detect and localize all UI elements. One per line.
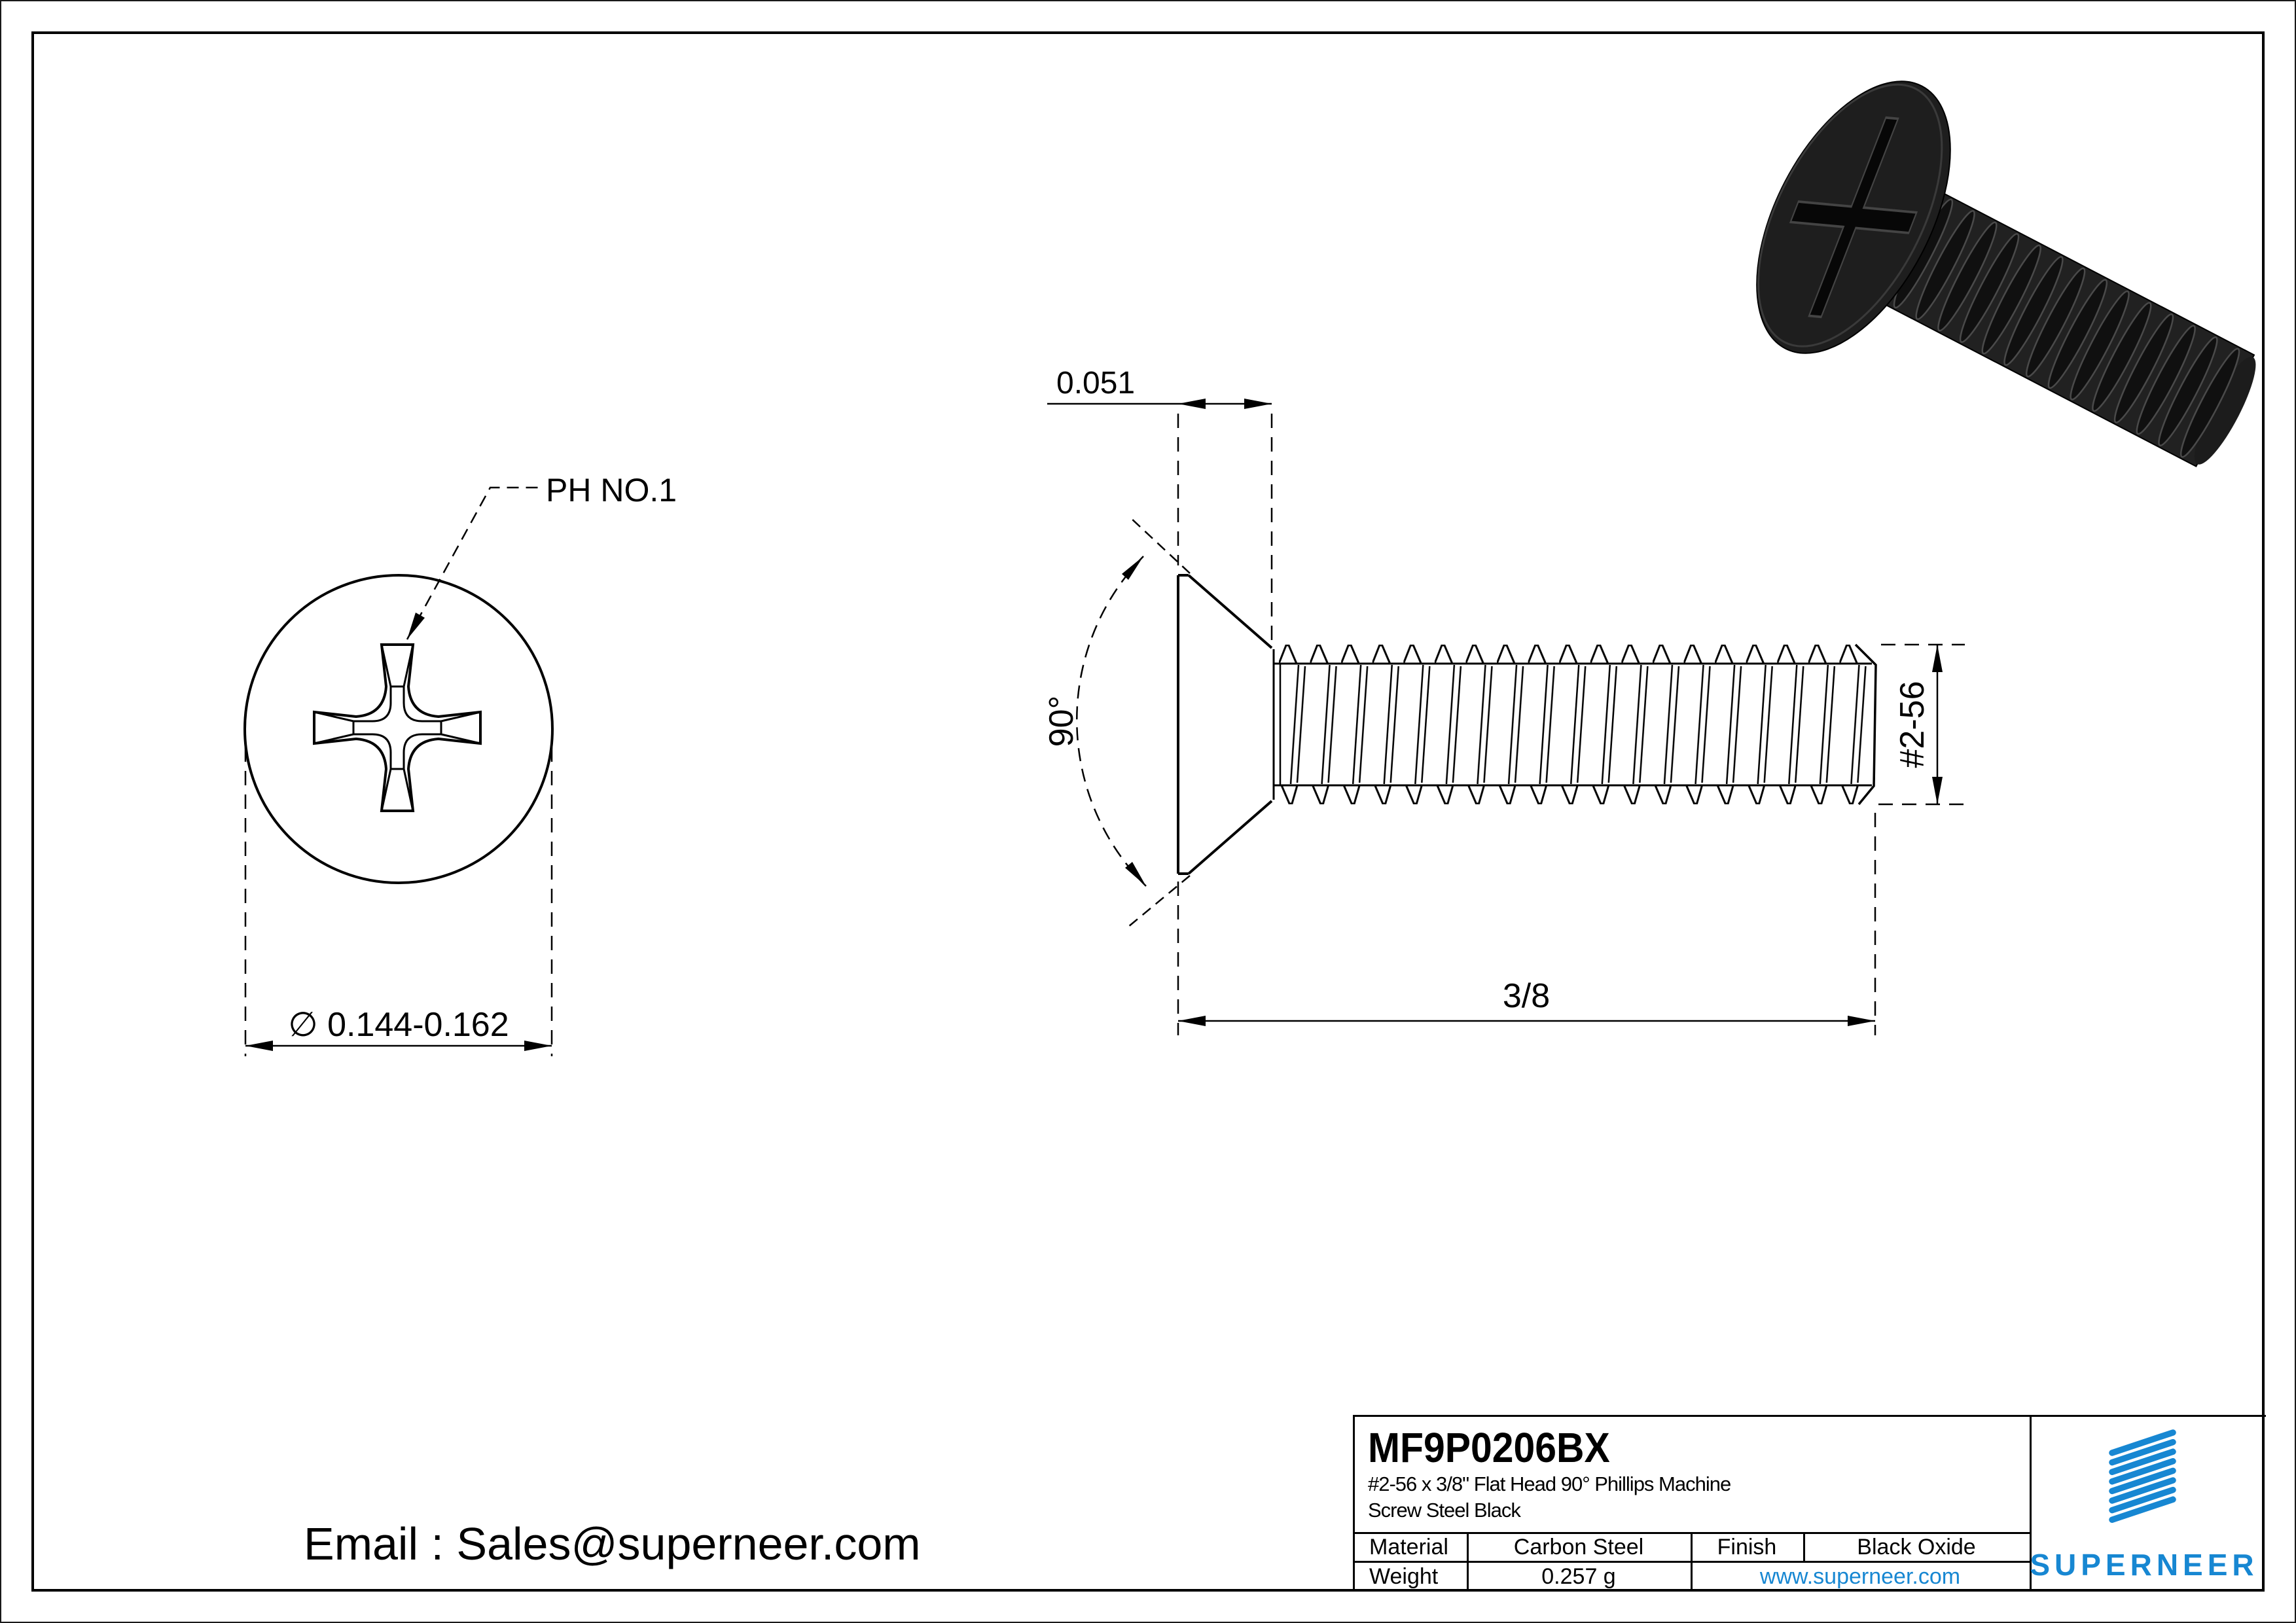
website-link-text[interactable]: www.superneer.com <box>1759 1564 1961 1589</box>
finish-value: Black Oxide <box>1857 1535 1976 1560</box>
title-block-divider <box>1691 1532 1693 1592</box>
phillips-recess-outline <box>313 643 482 812</box>
countersunk-head-profile <box>1177 574 1273 875</box>
countersink-angle-dimension-text: 90° <box>1043 695 1081 747</box>
thread-size-dimension-text: #2-56 <box>1893 681 1931 768</box>
head-diameter-dimension-text: ∅ 0.144-0.162 <box>288 1006 509 1044</box>
part-number: MF9P0206BX <box>1368 1424 1610 1471</box>
diameter-extension-lines <box>244 747 553 1056</box>
screw-3d-render <box>1756 80 2256 468</box>
dim-arrowhead-icon <box>1932 645 1943 672</box>
title-block-border <box>1353 1415 1355 1592</box>
sales-email-text: Email : Sales@superneer.com <box>304 1518 921 1569</box>
head-height-dimension-text: 0.051 <box>1056 366 1136 401</box>
dim-arrowhead-icon <box>1932 777 1943 804</box>
material-label: Material <box>1369 1535 1448 1560</box>
title-block-border <box>1353 1415 2266 1417</box>
dim-arrowhead-icon <box>1178 1016 1206 1026</box>
material-value: Carbon Steel <box>1513 1535 1644 1560</box>
brand-wordmark: SUPERNEER <box>2030 1548 2259 1582</box>
dim-arrowhead-icon <box>1244 399 1272 409</box>
countersink-angle-witness-lines <box>1128 516 1191 927</box>
weight-label: Weight <box>1369 1564 1439 1589</box>
head-height-extension-lines <box>1177 414 1273 641</box>
screw-tip <box>2194 357 2256 465</box>
head-outline-circle <box>243 574 554 884</box>
screw-head-rim-highlight <box>1757 83 1943 348</box>
side-view <box>1047 399 1965 1035</box>
title-block-divider <box>1803 1532 1805 1563</box>
drawing-frame-border <box>31 31 2265 1592</box>
dim-arrowhead-icon <box>1122 556 1143 580</box>
phillips-recess-chamfer-lines <box>314 644 481 812</box>
weight-value: 0.257 g <box>1541 1564 1616 1589</box>
dim-arrowhead-icon <box>1125 862 1146 886</box>
leader-arrowhead-icon <box>407 613 425 639</box>
dim-arrowhead-icon <box>1178 399 1206 409</box>
length-extension-lines <box>1177 813 1876 1035</box>
finish-label: Finish <box>1717 1535 1777 1560</box>
dim-arrowhead-icon <box>524 1041 552 1051</box>
length-dimension-text: 3/8 <box>1502 977 1551 1015</box>
countersink-angle-arc <box>1076 556 1147 887</box>
thread-root-lines <box>1274 662 1872 787</box>
front-view <box>243 486 554 1056</box>
dim-arrowhead-icon <box>245 1041 273 1051</box>
thread-pattern <box>1279 645 1871 804</box>
screw-thread-ribs <box>1893 198 2240 458</box>
thread-size-extension-lines <box>1878 643 1965 806</box>
phillips-drive-callout: PH NO.1 <box>546 472 677 508</box>
part-description-line1: #2-56 x 3/8" Flat Head 90° Phillips Mach… <box>1368 1472 1731 1495</box>
title-block-divider <box>1467 1532 1469 1592</box>
title-block-divider <box>2030 1415 2032 1592</box>
ph-callout-leader-line <box>406 486 545 640</box>
part-description-line2: Screw Steel Black <box>1368 1499 1521 1522</box>
dim-arrowhead-icon <box>1848 1016 1875 1026</box>
phillips-recess-inner-slot <box>352 685 442 770</box>
superneer-logo-icon <box>2109 1429 2176 1523</box>
phillips-cross-icon <box>1789 116 1918 319</box>
thread-end-face <box>1854 643 1877 806</box>
